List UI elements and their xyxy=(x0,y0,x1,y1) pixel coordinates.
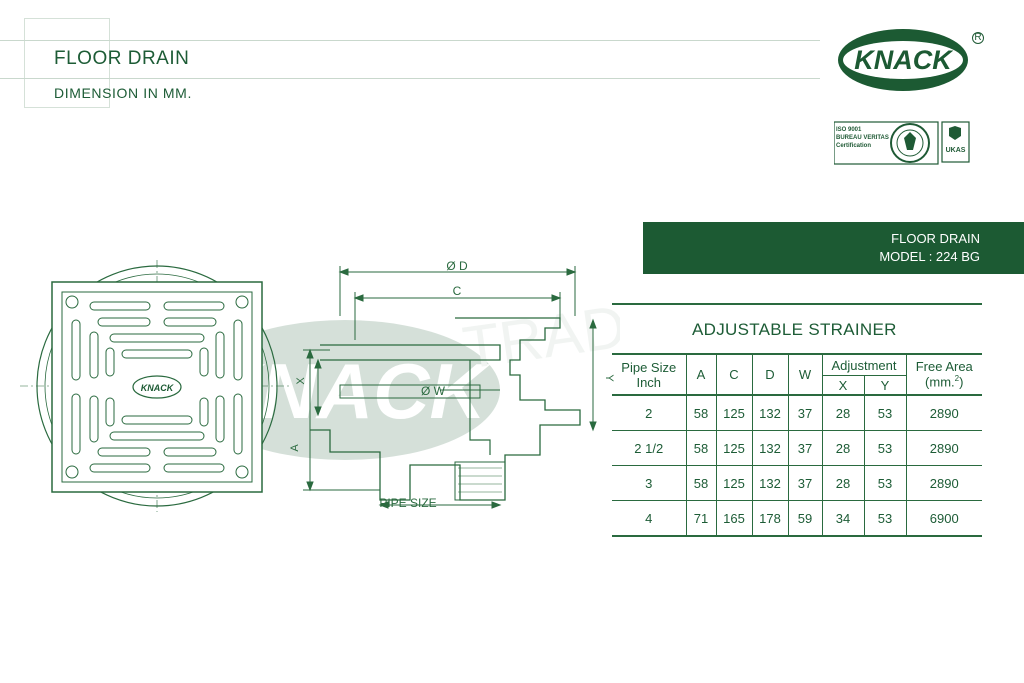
grate-logo: KNACK xyxy=(141,383,175,393)
th-d: D xyxy=(751,353,788,396)
knack-logo: KNACK xyxy=(838,29,968,91)
model-banner: FLOOR DRAIN MODEL : 224 BG xyxy=(643,222,1024,274)
cell-a: 58 xyxy=(685,395,716,431)
cell-x: 28 xyxy=(821,430,864,466)
label-pipe-size: PIPE SIZE xyxy=(379,496,436,510)
th-free-area-line1: Free Area xyxy=(915,359,973,375)
table-row: 2 58 125 132 37 28 53 2890 xyxy=(612,395,982,431)
label-y: Y xyxy=(603,374,615,382)
table-header-row-1: Pipe Size Inch A C D W Adjustment Free A… xyxy=(612,353,982,396)
ukas-label: UKAS xyxy=(946,147,966,154)
cell-free-area: 2890 xyxy=(905,430,982,466)
table-row: 3 58 125 132 37 28 53 2890 xyxy=(612,465,982,501)
cell-x: 34 xyxy=(821,500,864,537)
cell-d: 132 xyxy=(751,465,788,501)
banner-product: FLOOR DRAIN xyxy=(891,231,980,246)
cell-free-area: 2890 xyxy=(905,395,982,431)
cell-a: 71 xyxy=(685,500,716,537)
watermark-text: TRADING xyxy=(459,278,620,382)
header-frame-box xyxy=(24,18,110,108)
cell-y: 53 xyxy=(863,395,906,431)
cert-line-1: ISO 9001 xyxy=(836,127,862,133)
cell-free-area: 2890 xyxy=(905,465,982,501)
page-subtitle: DIMENSION IN MM. xyxy=(54,85,192,101)
cell-pipe: 2 xyxy=(612,395,686,431)
cell-pipe: 3 xyxy=(612,465,686,501)
cert-line-3: Certification xyxy=(836,143,872,149)
cell-a: 58 xyxy=(685,430,716,466)
table-row: 2 1/2 58 125 132 37 28 53 2890 xyxy=(612,430,982,466)
th-free-area-line2: (mm.2) xyxy=(907,374,983,389)
th-free-area-close: ) xyxy=(959,374,964,390)
page-title: FLOOR DRAIN xyxy=(54,48,190,69)
certification-badge: UKAS xyxy=(834,121,970,165)
cell-c: 125 xyxy=(715,465,752,501)
cell-w: 37 xyxy=(787,465,822,501)
table-header-row-2: X Y xyxy=(612,375,982,396)
cell-a: 58 xyxy=(685,465,716,501)
th-x: X xyxy=(821,375,864,396)
cell-x: 28 xyxy=(821,395,864,431)
th-c: C xyxy=(715,353,752,396)
cell-d: 178 xyxy=(751,500,788,537)
registered-mark: R xyxy=(972,32,984,44)
cell-c: 165 xyxy=(715,500,752,537)
label-c: C xyxy=(453,284,462,298)
cell-c: 125 xyxy=(715,395,752,431)
th-free-area-sup: 2 xyxy=(954,374,960,384)
table-row: 4 71 165 178 59 34 53 6900 xyxy=(612,500,982,537)
th-free-area: Free Area (mm.2) xyxy=(905,353,983,396)
spec-table: Pipe Size Inch A C D W Adjustment Free A… xyxy=(612,353,982,537)
label-a: A xyxy=(289,444,301,452)
cell-c: 125 xyxy=(715,430,752,466)
th-pipe-size-line1: Pipe Size xyxy=(621,359,677,375)
th-y: Y xyxy=(863,375,906,396)
th-adjustment: Adjustment xyxy=(821,353,906,376)
header-rule-top xyxy=(0,40,820,41)
label-ow: Ø W xyxy=(421,384,446,398)
banner-model: MODEL : 224 BG xyxy=(879,249,980,264)
cell-w: 37 xyxy=(787,395,822,431)
th-pipe-size: Pipe Size Inch xyxy=(612,353,686,396)
cell-free-area: 6900 xyxy=(905,500,982,537)
th-w: W xyxy=(787,353,822,396)
th-a: A xyxy=(685,353,716,396)
cell-d: 132 xyxy=(751,430,788,466)
table-top-rule xyxy=(612,303,982,305)
cell-y: 53 xyxy=(863,500,906,537)
cell-w: 59 xyxy=(787,500,822,537)
cell-y: 53 xyxy=(863,430,906,466)
table-title: ADJUSTABLE STRAINER xyxy=(692,320,897,339)
th-pipe-size-line2: Inch xyxy=(636,374,662,390)
header-rule-bottom xyxy=(0,78,820,79)
section-view xyxy=(303,266,597,509)
th-free-area-unit: (mm. xyxy=(925,374,955,390)
label-od: Ø D xyxy=(446,259,468,273)
label-x: X xyxy=(295,377,307,385)
cell-y: 53 xyxy=(863,465,906,501)
cert-text: ISO 9001 BUREAU VERITAS Certification xyxy=(836,126,889,150)
cell-pipe: 4 xyxy=(612,500,686,537)
floor-drain-drawing: KNACK TRADING KNACK xyxy=(20,259,620,512)
cell-x: 28 xyxy=(821,465,864,501)
cell-d: 132 xyxy=(751,395,788,431)
cert-line-2: BUREAU VERITAS xyxy=(836,135,889,141)
logo-text: KNACK xyxy=(854,45,954,75)
cell-w: 37 xyxy=(787,430,822,466)
plan-view xyxy=(20,260,292,512)
cell-pipe: 2 1/2 xyxy=(612,430,686,466)
